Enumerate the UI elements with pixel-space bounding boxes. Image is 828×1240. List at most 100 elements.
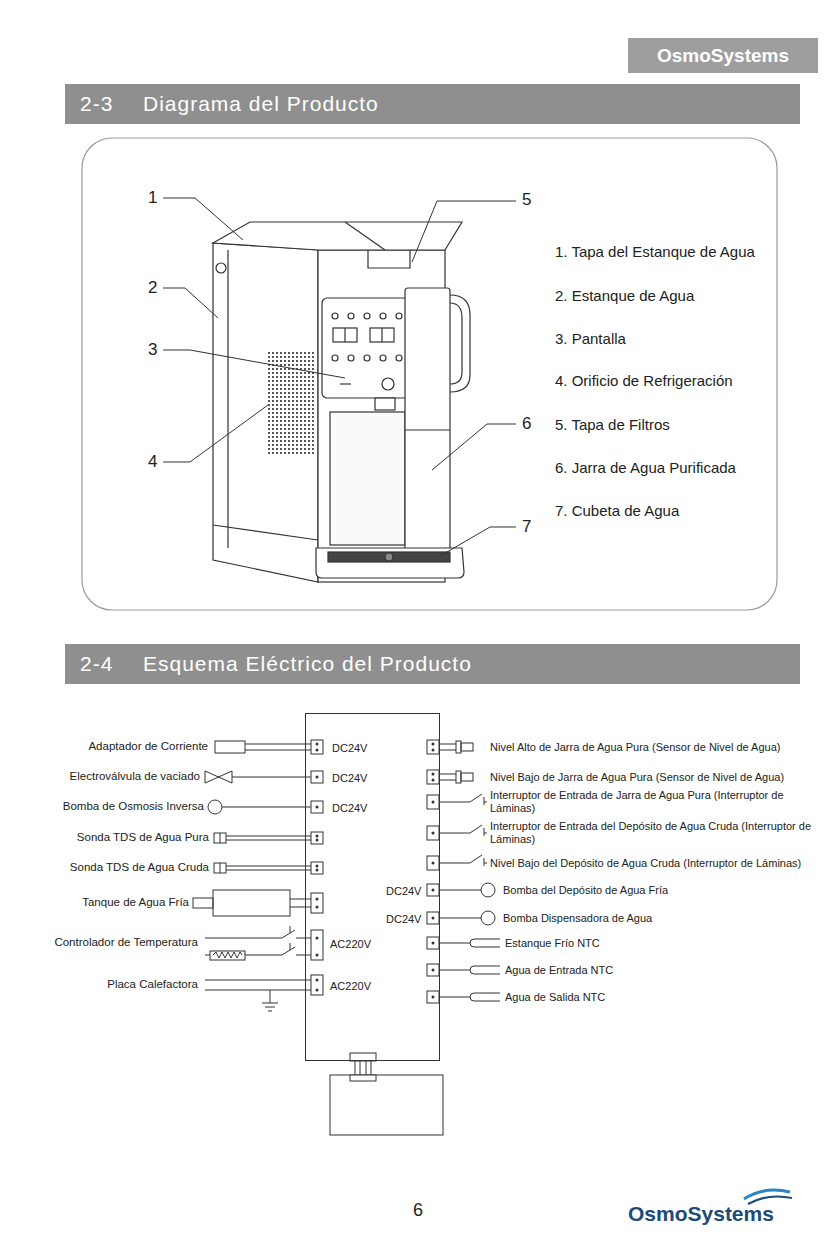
drawing-part: [432, 424, 516, 470]
drawing-part: [163, 198, 243, 240]
drawing-part: [226, 866, 311, 867]
header-band: OsmoSystems: [628, 38, 818, 73]
drawing-part: [213, 243, 318, 582]
drawing-part: [470, 939, 500, 947]
drawing-part: [380, 355, 386, 361]
drawing-part: [355, 1061, 356, 1075]
drawing-part: [316, 548, 464, 578]
brand-logo: OsmoSystems: [628, 1202, 774, 1226]
drawing-part: [360, 1061, 361, 1075]
drawing-part: [470, 855, 482, 863]
drawing-part: [427, 826, 439, 840]
component-label: Interruptor de Entrada de Jarra de Agua …: [490, 789, 822, 814]
drawing-part: [405, 288, 450, 560]
component-label: Nivel Alto de Jarra de Agua Pura (Sensor…: [490, 741, 780, 754]
drawing-part: [350, 1075, 376, 1081]
drawing-part: [316, 806, 319, 809]
page-number: 6: [413, 1200, 423, 1221]
drawing-part: [366, 1061, 367, 1075]
section-title: Diagrama del Producto: [143, 92, 379, 116]
drawing-part: [316, 989, 319, 992]
drawing-part: [332, 313, 338, 319]
callout-number: 7: [522, 517, 531, 537]
drawing-part: [214, 863, 226, 873]
drawing-part: [470, 966, 500, 974]
drawing-part: [222, 807, 311, 808]
component-label: Bomba de Osmosis Inversa: [63, 800, 204, 813]
drawing-part: [427, 912, 439, 924]
drawing-part: [265, 1007, 275, 1008]
drawing-part: [205, 955, 210, 956]
voltage-label: AC220V: [330, 938, 371, 951]
drawing-part: [296, 938, 311, 939]
component-label: Placa Calefactora: [107, 978, 198, 991]
drawing-part: [385, 553, 393, 561]
part-name: 5. Tapa de Filtros: [555, 416, 670, 433]
drawing-part: [215, 741, 245, 753]
drawing-part: [350, 1053, 376, 1061]
drawing-part: [432, 801, 435, 804]
voltage-label: DC24V: [332, 802, 367, 815]
drawing-part: [226, 836, 311, 837]
drawing-part: [282, 947, 295, 955]
drawing-part: [316, 979, 319, 982]
drawing-part: [432, 832, 435, 835]
drawing-part: [245, 955, 282, 956]
header-brand: OsmoSystems: [657, 45, 789, 67]
drawing-part: [208, 800, 222, 814]
drawing-part: [439, 997, 470, 998]
drawing-part: [193, 741, 311, 1011]
voltage-label: DC24V: [386, 885, 421, 898]
drawing-part: [470, 794, 482, 802]
drawing-part: [316, 835, 319, 838]
drawing-part: [213, 525, 318, 540]
drawing-part: [227, 250, 228, 548]
voltage-label: DC24V: [386, 913, 421, 926]
drawing-part: [245, 744, 311, 745]
drawing-part: [282, 930, 295, 938]
part-name: 1. Tapa del Estanque de Agua: [555, 243, 755, 260]
drawing-part: [456, 741, 461, 753]
drawing-part: [262, 1003, 278, 1004]
drawing-part: [396, 355, 402, 361]
drawing-part: [484, 858, 485, 866]
drawing-part: [232, 777, 311, 778]
drawing-part: [432, 996, 435, 999]
section-number: 2-4: [80, 652, 113, 676]
drawing-part: [427, 964, 439, 976]
drawing-part: [344, 328, 345, 342]
drawing-part: [290, 899, 311, 900]
drawing-part: [396, 313, 402, 319]
drawing-part: [290, 907, 311, 908]
drawing-part: [205, 980, 311, 981]
drawing-part: [439, 833, 470, 834]
drawing-part: [316, 906, 319, 909]
drawing-part: [412, 201, 516, 262]
drawing-part: [311, 801, 323, 813]
drawing-part: [330, 1075, 443, 1135]
drawing-part: [375, 398, 395, 410]
voltage-label: AC220V: [330, 980, 371, 993]
voltage-label: DC24V: [332, 742, 367, 755]
drawing-part: [439, 943, 470, 944]
component-label: Tanque de Agua Fría: [82, 896, 189, 909]
component-label: Estanque Frío NTC: [505, 937, 600, 950]
drawing-part: [481, 883, 495, 897]
drawing-part: [316, 743, 435, 999]
callout-number: 4: [148, 452, 157, 472]
callout-number: 5: [522, 190, 531, 210]
drawing-part: [216, 263, 226, 273]
drawing-part: [450, 295, 470, 392]
drawing-part: [450, 303, 462, 384]
drawing-part: [427, 770, 439, 784]
drawing-part: [440, 527, 516, 556]
drawing-part: [340, 383, 351, 384]
drawing-part: [470, 825, 482, 833]
drawing-part: [316, 839, 319, 842]
callout-number: 6: [522, 414, 531, 434]
part-name: 7. Cubeta de Agua: [555, 502, 679, 519]
drawing-part: [193, 898, 213, 908]
drawing-part: [332, 355, 338, 361]
drawing-part: [163, 288, 218, 318]
part-name: 2. Estanque de Agua: [555, 287, 694, 304]
